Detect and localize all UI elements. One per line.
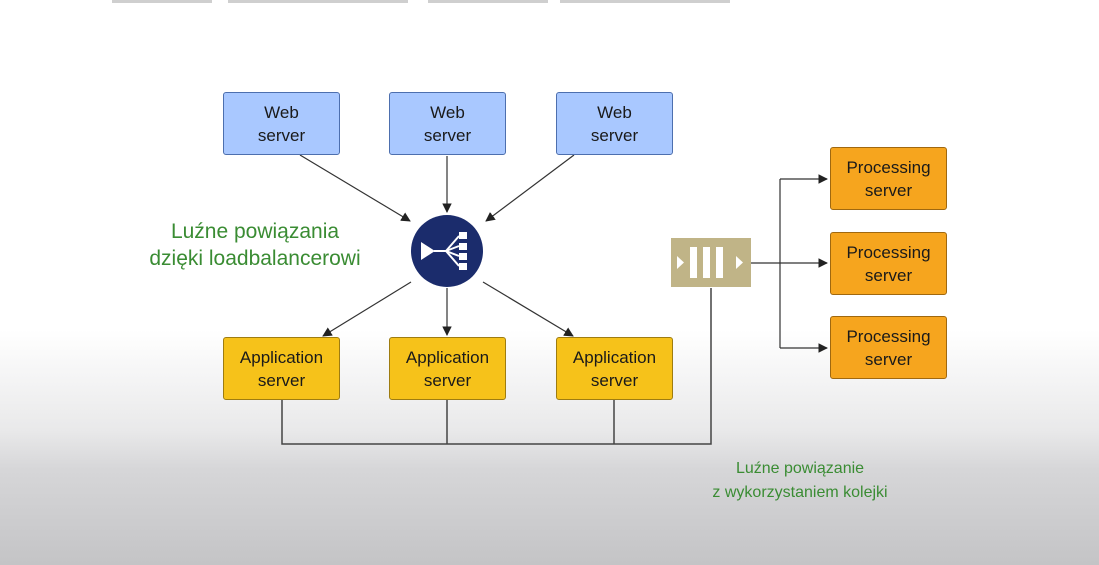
- processing-server-box: Processing server: [830, 316, 947, 379]
- web-server-box: Web server: [556, 92, 673, 155]
- web-server-box: Web server: [389, 92, 506, 155]
- application-server-label: Application server: [239, 347, 324, 390]
- load-balancer-icon: [411, 215, 483, 287]
- queue-annotation: Luźne powiązanie z wykorzystaniem kolejk…: [712, 460, 888, 501]
- arrow-lb-to-app1: [322, 281, 412, 337]
- message-queue-icon: [671, 238, 751, 287]
- application-server-label: Application server: [405, 347, 490, 390]
- application-server-box: Application server: [389, 337, 506, 400]
- processing-server-label: Processing server: [846, 326, 931, 369]
- web-server-label: Web server: [257, 102, 306, 145]
- application-server-box: Application server: [223, 337, 340, 400]
- arrow-lb-to-app3: [482, 281, 574, 337]
- processing-server-label: Processing server: [846, 242, 931, 285]
- processing-server-label: Processing server: [846, 157, 931, 200]
- arrow-web3-to-lb: [485, 154, 575, 222]
- application-server-box: Application server: [556, 337, 673, 400]
- web-server-box: Web server: [223, 92, 340, 155]
- app-bus-line: [281, 288, 712, 445]
- processing-server-box: Processing server: [830, 232, 947, 295]
- web-server-label: Web server: [590, 102, 639, 145]
- arrow-web1-to-lb: [299, 154, 411, 222]
- application-server-label: Application server: [572, 347, 657, 390]
- top-edge-strip: [0, 0, 1099, 6]
- web-server-label: Web server: [423, 102, 472, 145]
- loadbalancer-annotation: Luźne powiązania dzięki loadbalancerowi: [149, 220, 361, 270]
- processing-server-box: Processing server: [830, 147, 947, 210]
